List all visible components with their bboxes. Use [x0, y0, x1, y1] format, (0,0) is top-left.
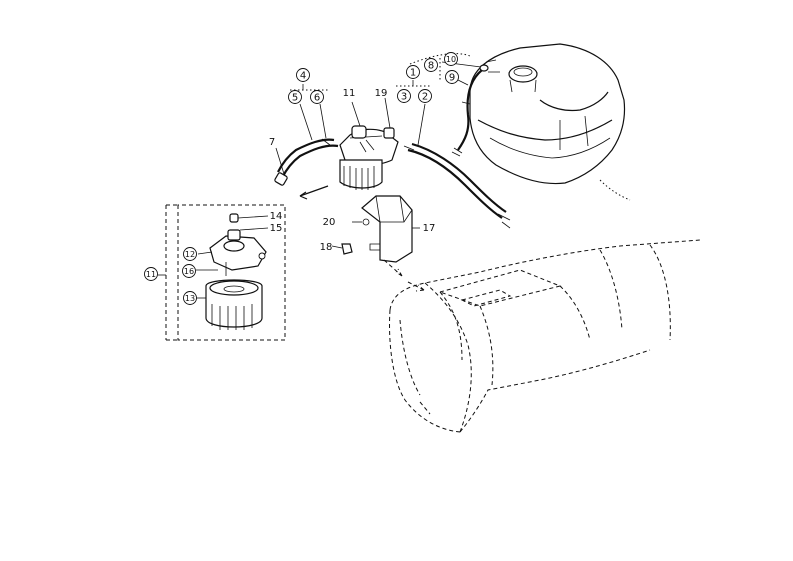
callout-10-circle	[444, 52, 458, 66]
callout-14: 14	[270, 211, 283, 222]
callout-19: 19	[375, 88, 388, 99]
callout-3: 3	[401, 92, 407, 103]
callout-1: 1	[410, 68, 416, 79]
fuel-tank	[409, 43, 631, 201]
callout-group-4	[290, 84, 330, 91]
callout-8: 8	[428, 61, 434, 72]
callout-11-top: 11	[343, 88, 356, 99]
callout-20: 20	[323, 217, 336, 228]
callout-5-circle	[288, 90, 302, 104]
callout-16: 16	[184, 267, 194, 276]
tank-hose	[441, 61, 489, 157]
callout-18: 18	[320, 242, 333, 253]
callout-7: 7	[269, 137, 275, 148]
callout-6: 6	[314, 93, 320, 104]
callout-16-circle	[182, 264, 196, 278]
callout-8-circle	[424, 58, 438, 72]
transmission-outline	[389, 239, 701, 433]
callout-5: 5	[292, 93, 298, 104]
callout-4: 4	[300, 71, 306, 82]
callout-10: 10	[446, 55, 456, 64]
callout-12-circle	[183, 247, 197, 261]
callout-15: 15	[270, 223, 283, 234]
callout-12: 12	[185, 250, 195, 259]
callout-2: 2	[422, 92, 428, 103]
callout-3-circle	[397, 89, 411, 103]
callout-13-circle	[183, 291, 197, 305]
callout-6-circle	[310, 90, 324, 104]
fuel-hose-2	[403, 103, 511, 229]
filter-detail-box	[158, 204, 286, 341]
mounting-bracket	[331, 195, 420, 277]
callout-17: 17	[423, 223, 436, 234]
callout-11-box: 11	[146, 270, 156, 279]
callout-2-circle	[418, 89, 432, 103]
callout-4-circle	[296, 68, 310, 82]
callout-1-circle	[406, 65, 420, 79]
callout-9-circle	[445, 70, 459, 84]
filter-assembly	[274, 97, 399, 200]
callout-9: 9	[449, 73, 455, 84]
callout-11-box-circle	[144, 267, 158, 281]
callout-group-1	[396, 80, 432, 87]
callout-13: 13	[185, 294, 195, 303]
